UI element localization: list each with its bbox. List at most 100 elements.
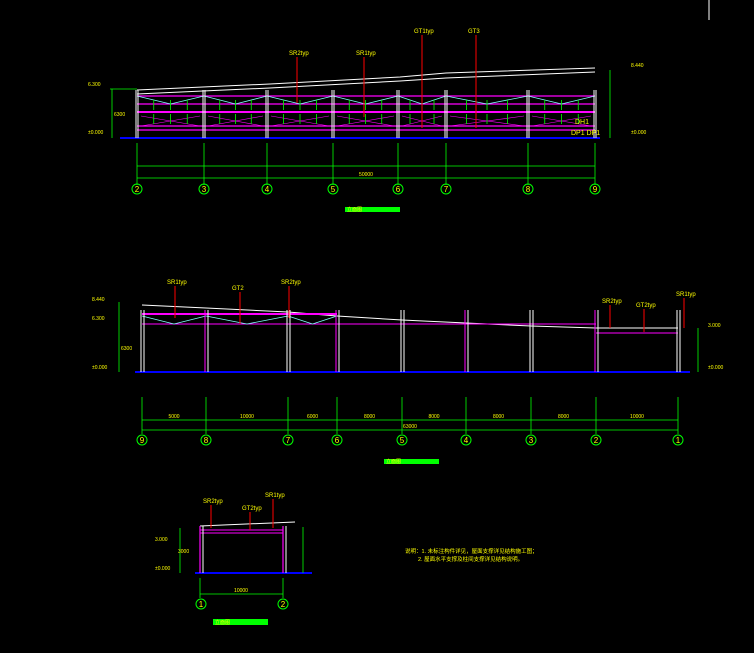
- axis-bubble: [277, 598, 289, 610]
- height-dimension: 3000: [178, 549, 189, 555]
- callout-label: GT3: [468, 29, 480, 35]
- brace: [246, 315, 289, 325]
- drawing-title-underline: [213, 619, 268, 625]
- axis-bubble: [522, 183, 534, 195]
- callout-label: GT2typ: [242, 506, 262, 512]
- callout-label: SR2typ: [289, 51, 309, 57]
- axis-label: 2: [135, 185, 140, 194]
- level-mark: ±0.000: [155, 566, 170, 572]
- axis-label: 1: [676, 436, 681, 445]
- brace: [141, 315, 175, 325]
- brace: [173, 315, 207, 325]
- member-tag: DH1: [575, 119, 589, 126]
- drawing-title: 立面图: [347, 206, 362, 213]
- axis-bubble: [131, 183, 143, 195]
- level-mark: ±0.000: [631, 130, 646, 136]
- height-dimension: 6300: [121, 346, 132, 352]
- callout-label: SR2typ: [203, 499, 223, 505]
- axis-bubble: [672, 434, 684, 446]
- axis-label: 4: [265, 185, 270, 194]
- callout-label: SR1typ: [356, 51, 376, 57]
- level-mark: ±0.000: [88, 130, 103, 136]
- axis-label: 3: [202, 185, 207, 194]
- axis-bubble: [327, 183, 339, 195]
- notes-line-2: 2. 屋面水平支撑及柱间支撑详见结构说明。: [418, 555, 523, 563]
- callout-label: SR2typ: [602, 299, 622, 305]
- axis-label: 9: [140, 436, 145, 445]
- span-dimension: 8000: [493, 414, 504, 420]
- member-tag: DP1 DP1: [571, 130, 600, 137]
- callout-label: GT1typ: [414, 29, 434, 35]
- axis-label: 2: [281, 600, 286, 609]
- brace: [287, 315, 313, 325]
- span-dimension: 5000: [168, 414, 179, 420]
- middle-elevation: 9 5000 8 10000 7 6000 6 8000 5 8000 4 8000 3 8000 2 100…: [92, 280, 723, 465]
- span-dimension: 10000: [240, 414, 254, 420]
- notes-line-1: 说明：1. 未标注构件详见，屋面支撑详见结构施工图；: [405, 547, 538, 555]
- callout-label: SR1typ: [167, 280, 187, 286]
- axis-label: 8: [526, 185, 531, 194]
- span-dimension: 8000: [558, 414, 569, 420]
- brace: [312, 315, 338, 325]
- axis-bubble: [590, 434, 602, 446]
- callout-label: GT2typ: [636, 303, 656, 309]
- axis-bubble: [136, 434, 148, 446]
- roof-line: [141, 304, 678, 329]
- span-dimension: 10000: [234, 588, 248, 594]
- roof-line: [136, 67, 596, 91]
- axis-label: 7: [444, 185, 449, 194]
- axis-bubble: [525, 434, 537, 446]
- level-mark: 6.300: [92, 316, 105, 322]
- level-mark: 8.440: [631, 63, 644, 69]
- callout-label: SR2typ: [281, 280, 301, 286]
- height-dimension: 6300: [114, 112, 125, 118]
- top-elevation: 2 3 4 5 6 7 8 9 50000 SR2typ SR1typ GT1typ GT3 6.300 ±…: [88, 29, 646, 213]
- level-mark: 3.000: [708, 323, 721, 329]
- axis-bubble: [198, 183, 210, 195]
- axis-label: 3: [529, 436, 534, 445]
- total-dimension: 50000: [359, 172, 373, 178]
- total-dimension: 63000: [403, 424, 417, 430]
- axis-label: 2: [594, 436, 599, 445]
- span-dimension: 8000: [428, 414, 439, 420]
- axis-label: 1: [199, 600, 204, 609]
- roof-line: [199, 521, 296, 527]
- axis-bubble: [261, 183, 273, 195]
- span-dimension: 8000: [364, 414, 375, 420]
- level-mark: ±0.000: [708, 365, 723, 371]
- drawing-title-underline: [384, 459, 439, 464]
- level-mark: 6.300: [88, 82, 101, 88]
- drawing-title: 立面图: [386, 458, 401, 465]
- axis-label: 7: [286, 436, 291, 445]
- axis-bubble: [392, 183, 404, 195]
- level-mark: ±0.000: [92, 365, 107, 371]
- axis-bubble: [331, 434, 343, 446]
- callout-label: SR1typ: [676, 292, 696, 298]
- axis-label: 5: [331, 185, 336, 194]
- axis-bubble: [396, 434, 408, 446]
- level-mark: 8.440: [92, 297, 105, 303]
- axis-label: 6: [335, 436, 340, 445]
- drawing-title-underline: [345, 207, 400, 212]
- axis-label: 8: [204, 436, 209, 445]
- axis-label: 6: [396, 185, 401, 194]
- drawing-title: 立面图: [215, 619, 230, 626]
- axis-bubble: [589, 183, 601, 195]
- axis-bubble: [460, 434, 472, 446]
- axis-bubble: [282, 434, 294, 446]
- level-mark: 3.000: [155, 537, 168, 543]
- axis-bubble: [440, 183, 452, 195]
- span-dimension: 10000: [630, 414, 644, 420]
- axis-label: 9: [593, 185, 598, 194]
- axis-label: 4: [464, 436, 469, 445]
- axis-bubble: [195, 598, 207, 610]
- axis-bubble: [200, 434, 212, 446]
- callout-label: GT2: [232, 286, 244, 292]
- span-dimension: 6000: [307, 414, 318, 420]
- callout-label: SR1typ: [265, 493, 285, 499]
- brace: [205, 315, 248, 325]
- axis-label: 5: [400, 436, 405, 445]
- roof-line: [136, 71, 596, 95]
